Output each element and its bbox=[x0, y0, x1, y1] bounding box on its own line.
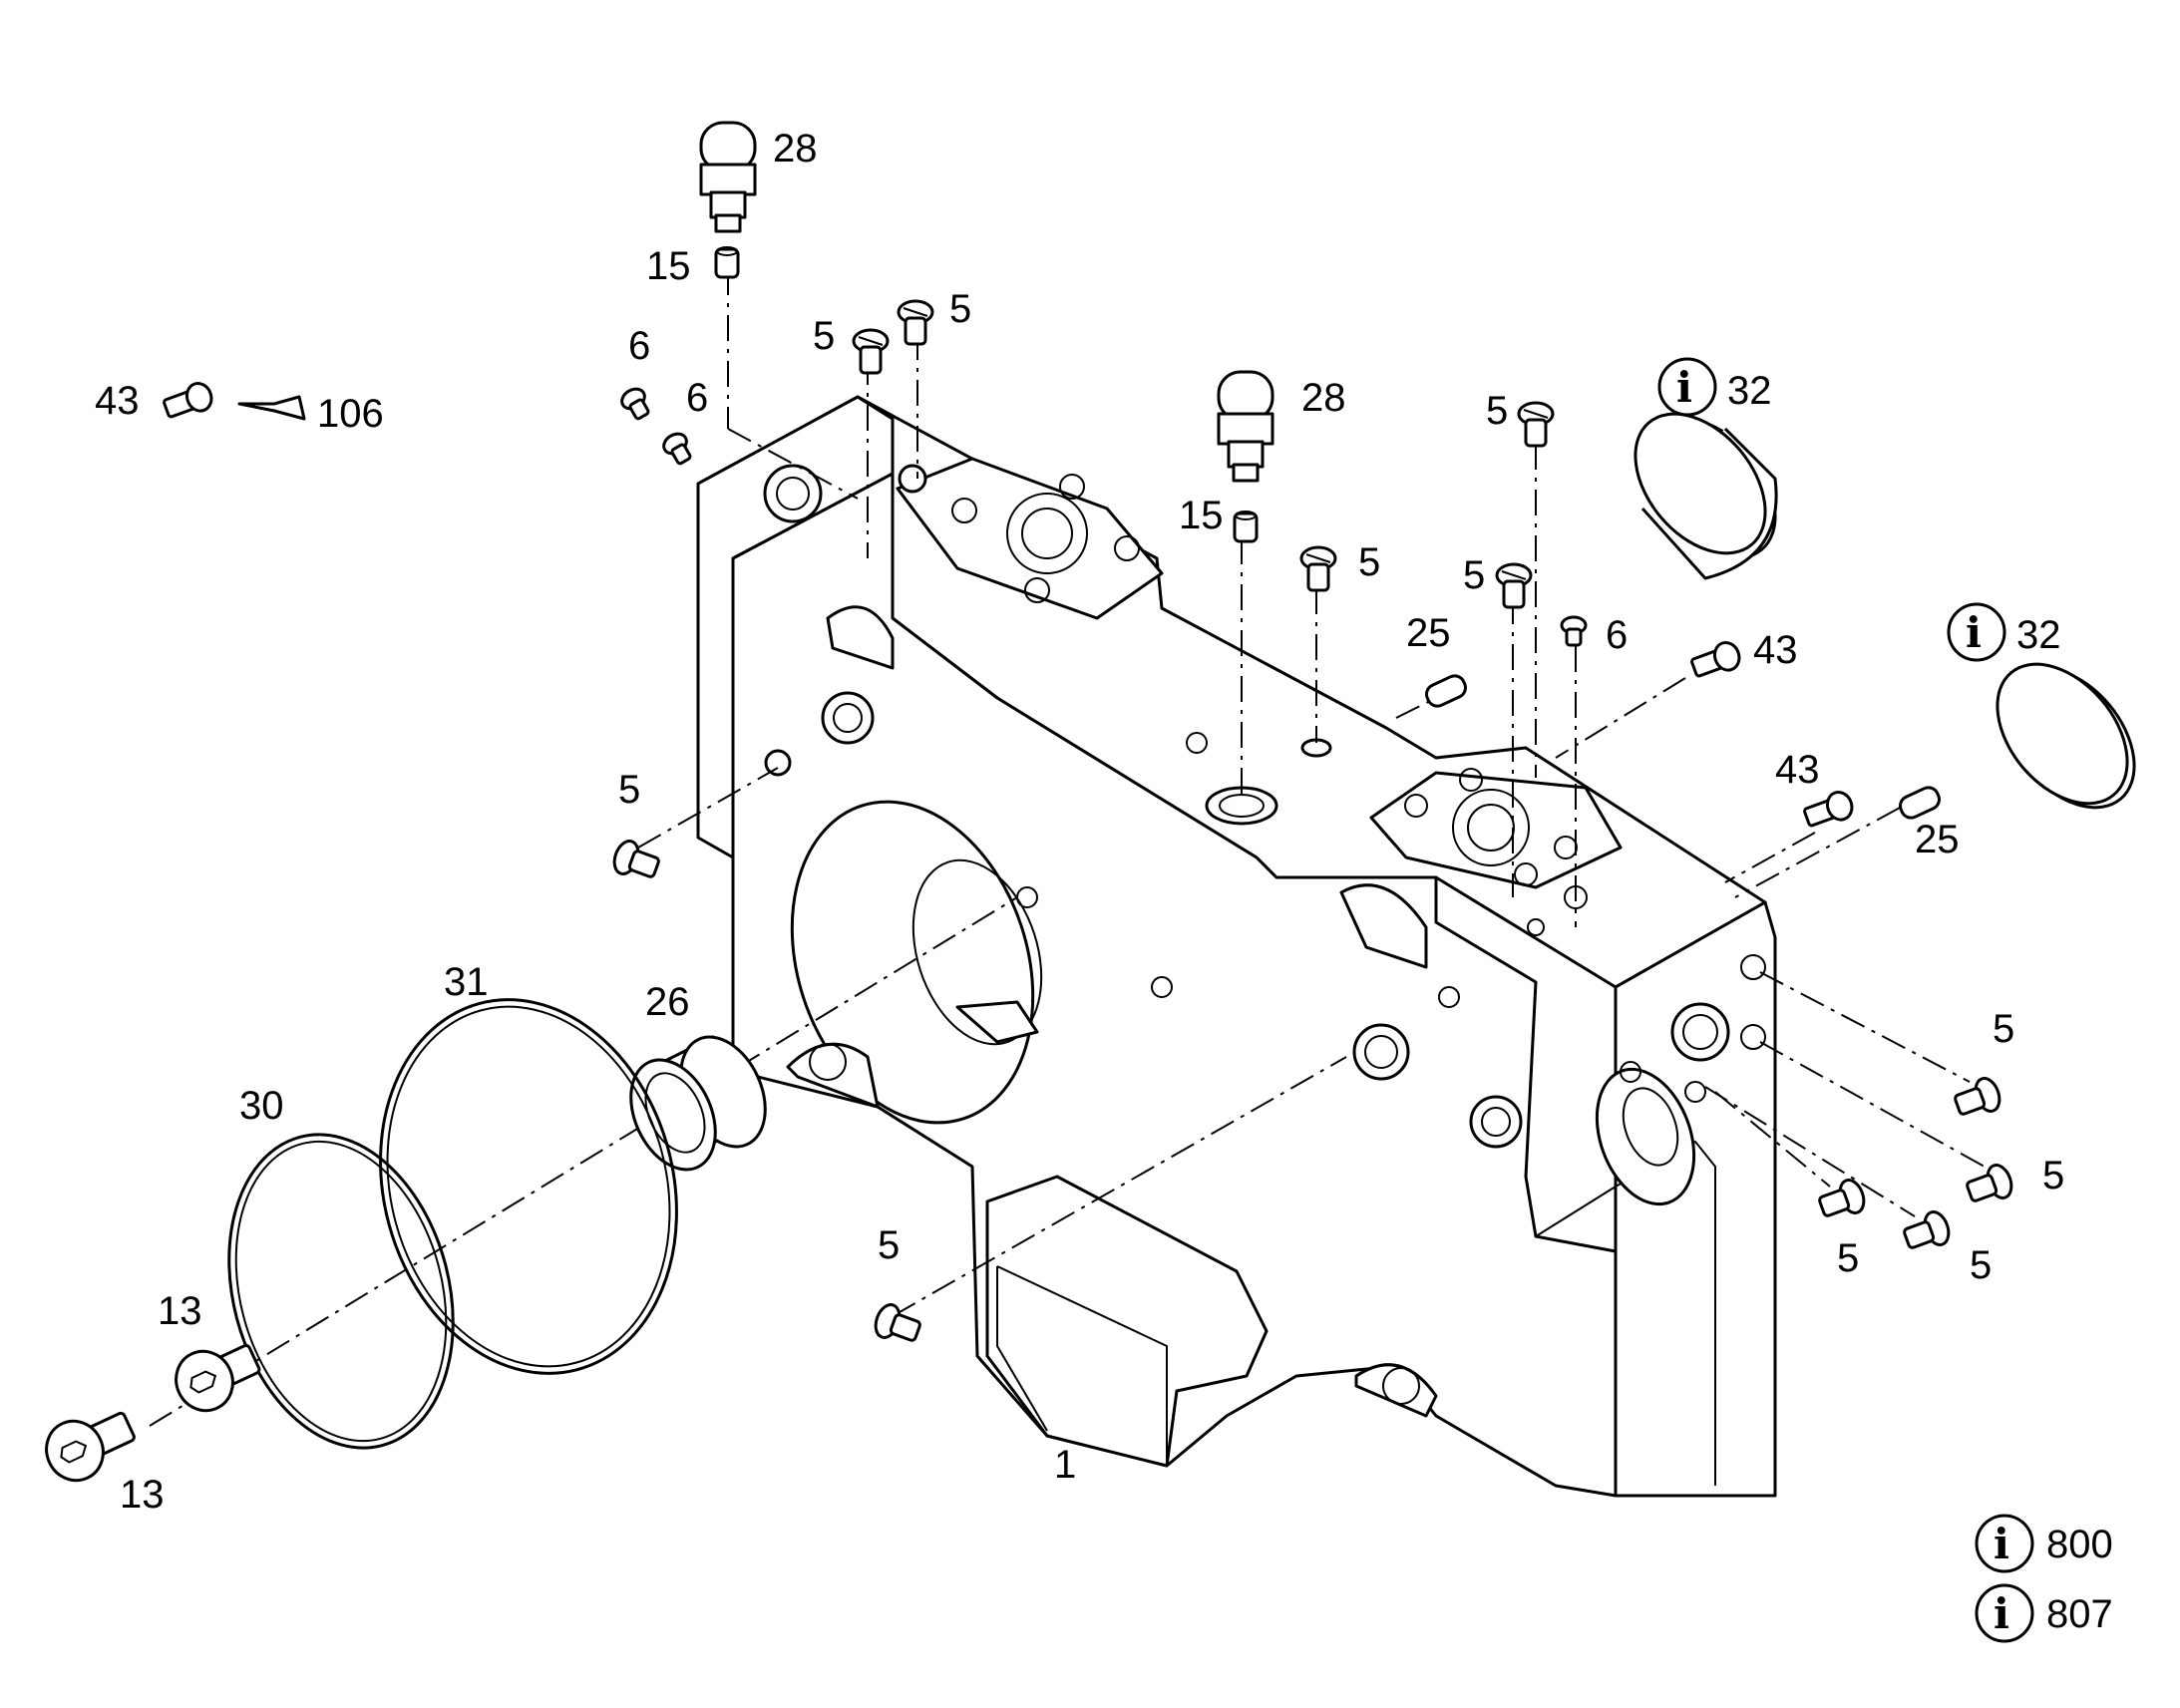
label-part-43: 43 bbox=[1775, 748, 1820, 792]
info-icon-glyph: i bbox=[1966, 608, 1982, 657]
label-part-43: 43 bbox=[95, 379, 140, 423]
label-part-13: 13 bbox=[158, 1289, 202, 1333]
label-part-5: 5 bbox=[878, 1223, 900, 1267]
plug-part-15-left bbox=[714, 246, 740, 279]
label-part-13: 13 bbox=[120, 1473, 165, 1517]
info-icon-glyph: i bbox=[1676, 363, 1692, 412]
screw-parts-6 bbox=[620, 387, 1588, 647]
label-part-5: 5 bbox=[618, 768, 640, 812]
label-part-5: 5 bbox=[1970, 1243, 1992, 1287]
bushing-part-32-top bbox=[1634, 412, 1778, 580]
bushing-part-32-right bbox=[1996, 662, 2136, 810]
label-part-25: 25 bbox=[1406, 611, 1451, 655]
label-info-800: 800 bbox=[2046, 1523, 2113, 1566]
info-icon-807: i 807 bbox=[1975, 1583, 2113, 1643]
o-ring-part-31 bbox=[379, 998, 678, 1375]
callout-labels: 28 15 5 5 6 6 43 106 28 15 5 25 5 5 6 43… bbox=[95, 127, 2064, 1517]
label-part-6: 6 bbox=[628, 324, 650, 368]
info-icon-32-top: i bbox=[1657, 357, 1717, 417]
label-part-32: 32 bbox=[2016, 613, 2061, 657]
label-part-15: 15 bbox=[1179, 494, 1224, 537]
label-part-28: 28 bbox=[773, 127, 818, 171]
label-part-30: 30 bbox=[239, 1084, 284, 1128]
label-part-5: 5 bbox=[2042, 1154, 2064, 1197]
label-part-5: 5 bbox=[1463, 553, 1485, 597]
label-part-28: 28 bbox=[1301, 376, 1346, 420]
info-icon-glyph: i bbox=[1994, 1520, 2009, 1568]
label-part-5: 5 bbox=[1358, 540, 1380, 584]
label-part-5: 5 bbox=[1486, 389, 1508, 433]
info-icon-32-right: i bbox=[1947, 602, 2006, 662]
label-part-1: 1 bbox=[1054, 1443, 1076, 1487]
label-part-32: 32 bbox=[1727, 369, 1772, 413]
label-part-25: 25 bbox=[1915, 818, 1960, 861]
label-part-5: 5 bbox=[1993, 1007, 2014, 1051]
label-info-807: 807 bbox=[2046, 1592, 2113, 1636]
socket-screw-parts-13 bbox=[45, 1343, 261, 1483]
housing-body bbox=[696, 395, 1777, 1498]
screw-parts-43 bbox=[163, 382, 1854, 828]
info-icon-800: i 800 bbox=[1975, 1514, 2113, 1573]
dowel-parts-25 bbox=[1425, 674, 1941, 820]
o-ring-part-30 bbox=[227, 1133, 455, 1450]
pin-part-106 bbox=[237, 395, 306, 421]
plug-part-15-center bbox=[1233, 511, 1259, 543]
label-part-15: 15 bbox=[646, 244, 691, 288]
label-part-5: 5 bbox=[1837, 1236, 1859, 1280]
center-lines bbox=[149, 269, 1986, 1427]
label-part-5: 5 bbox=[949, 287, 971, 331]
bearing-part-26 bbox=[629, 1035, 767, 1172]
plug-part-28-left bbox=[699, 121, 757, 233]
screw-parts-5 bbox=[612, 299, 2013, 1342]
label-part-26: 26 bbox=[645, 980, 690, 1024]
label-part-43: 43 bbox=[1753, 628, 1798, 672]
plug-part-28-center bbox=[1217, 370, 1274, 483]
label-part-106: 106 bbox=[317, 392, 384, 436]
label-part-6: 6 bbox=[1606, 613, 1628, 657]
info-icon-glyph: i bbox=[1994, 1589, 2009, 1638]
label-part-31: 31 bbox=[444, 960, 489, 1004]
label-part-5: 5 bbox=[813, 314, 835, 358]
label-part-6: 6 bbox=[686, 376, 708, 420]
